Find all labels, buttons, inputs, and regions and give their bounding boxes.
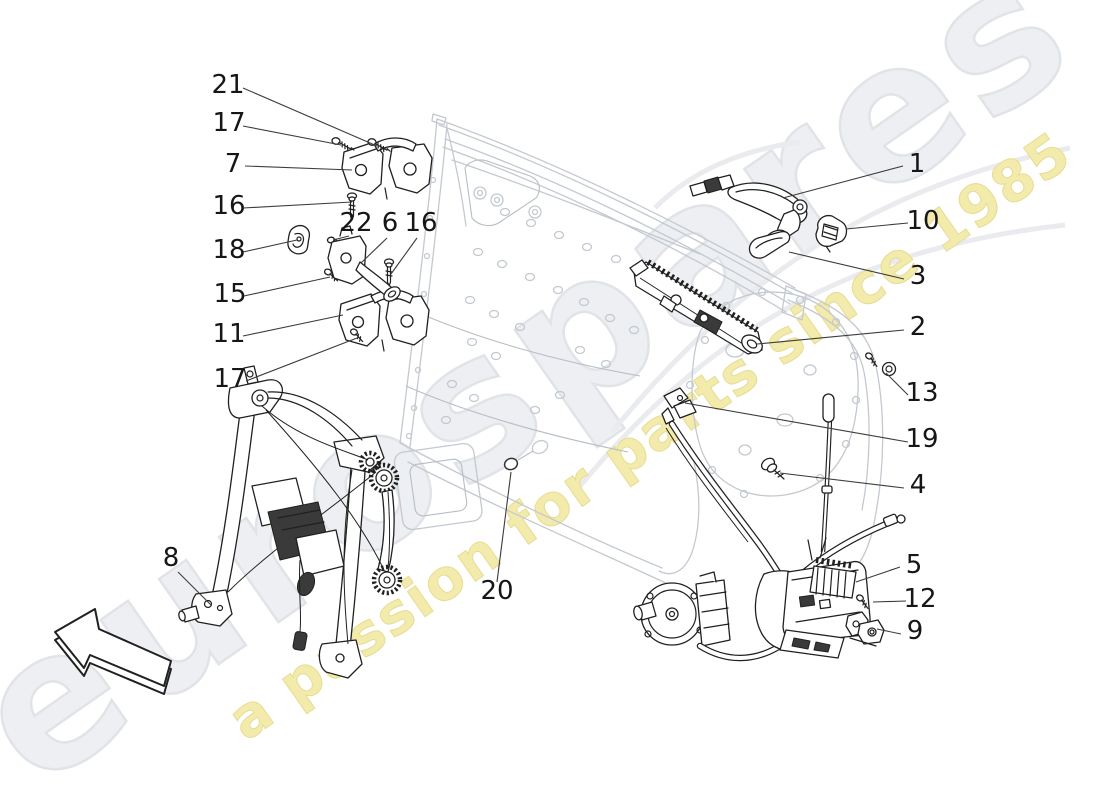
callout-11: 11 bbox=[212, 319, 245, 349]
callout-15: 15 bbox=[213, 279, 246, 309]
callout-16-upper: 16 bbox=[212, 191, 245, 221]
watermark-swoosh-arc-3 bbox=[653, 139, 801, 210]
window-regulator-art bbox=[178, 365, 403, 679]
grommet-20-art bbox=[503, 457, 519, 471]
door-washers bbox=[473, 186, 542, 219]
callout-6: 6 bbox=[382, 208, 399, 238]
handle-cap-art bbox=[815, 214, 848, 253]
window-rail-rack-art bbox=[629, 259, 763, 355]
watermark-swoosh-arc-2 bbox=[610, 145, 1071, 434]
callout-9: 9 bbox=[907, 616, 924, 646]
callout-7: 7 bbox=[225, 149, 242, 179]
bowden-cable-art bbox=[665, 420, 906, 581]
callout-4: 4 bbox=[910, 470, 927, 500]
direction-arrow-icon bbox=[54, 608, 172, 695]
callout-21: 21 bbox=[211, 70, 244, 100]
door-check-art bbox=[327, 225, 401, 302]
callout-10: 10 bbox=[906, 206, 939, 236]
module-opening-art bbox=[691, 291, 859, 497]
lock-assembly-art bbox=[754, 537, 871, 659]
callout-13: 13 bbox=[905, 378, 938, 408]
door-handle-art bbox=[689, 174, 808, 243]
actuator-art bbox=[633, 571, 784, 662]
callout-17-upper: 17 bbox=[212, 108, 245, 138]
door-panel-holes bbox=[405, 176, 640, 440]
callout-12: 12 bbox=[903, 584, 936, 614]
callout-19: 19 bbox=[905, 424, 938, 454]
callout-1: 1 bbox=[909, 149, 926, 179]
callout-2: 2 bbox=[910, 312, 927, 342]
leader-lines bbox=[177, 87, 909, 635]
cable-clamp-art bbox=[661, 387, 697, 425]
callout-8: 8 bbox=[163, 543, 180, 573]
callout-3: 3 bbox=[910, 261, 927, 291]
upper-hinge-art bbox=[341, 137, 433, 200]
callout-18: 18 bbox=[212, 235, 245, 265]
module-opening-rim-holes bbox=[685, 287, 861, 499]
screw-13-icon bbox=[862, 351, 882, 368]
callout-labels: 21 17 7 16 18 15 11 17 22 6 16 8 20 1 10… bbox=[163, 70, 940, 646]
grommet-cap-art bbox=[287, 224, 311, 255]
cap-13-art bbox=[881, 361, 897, 377]
callout-16-lower: 16 bbox=[404, 208, 437, 238]
door-panel-art bbox=[393, 113, 884, 585]
callout-5: 5 bbox=[906, 550, 923, 580]
handle-gasket-art bbox=[748, 230, 791, 259]
bolt-4-art bbox=[760, 457, 785, 480]
callout-17-lower: 17 bbox=[213, 364, 246, 394]
lock-knob-rod-art bbox=[820, 393, 835, 553]
striker-art bbox=[845, 611, 885, 647]
callout-20: 20 bbox=[480, 576, 513, 606]
door-recess bbox=[393, 443, 483, 531]
callout-22: 22 bbox=[339, 208, 372, 238]
